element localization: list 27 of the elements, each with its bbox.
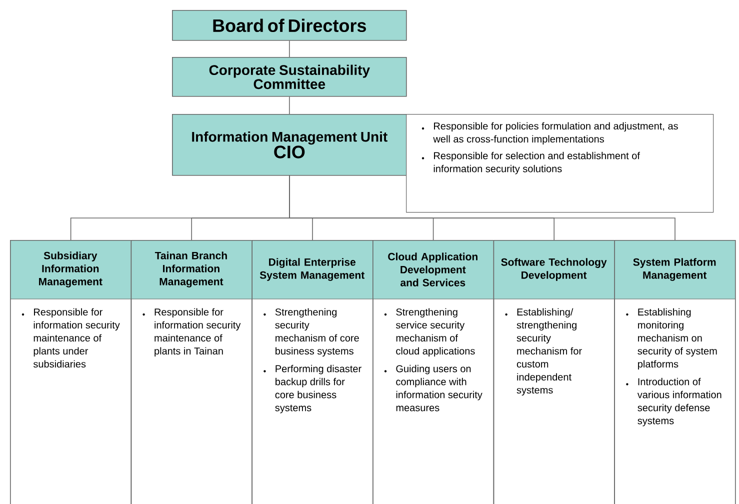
box-title: Board of Directors	[213, 18, 366, 32]
connector-line	[289, 40, 290, 58]
org-box	[172, 114, 407, 176]
column-heading: Subsidiary Information Management	[39, 252, 102, 288]
connector-line	[289, 96, 290, 114]
bullet-text: Strengthening service security mechanism of cloud applications	[396, 308, 475, 357]
column-heading: System Platform Management	[633, 258, 716, 281]
bullet-text: Introduction of various information security defense systems	[637, 378, 722, 426]
bullet-text: Performing disaster backup drills for core business systems	[275, 364, 362, 414]
bullet-text: Responsible for information security maintenance of plants in Tainan	[154, 308, 241, 357]
column-heading: Tainan Branch Information Management	[154, 252, 227, 288]
bullet-text: Establishing monitoring mechanism on security of system platforms	[638, 308, 717, 370]
box-title: CIO	[274, 146, 305, 158]
bullet-text: Responsible for policies formulation and adjustment, as well as cross-function implementations	[433, 122, 678, 145]
column-heading: Cloud Application Development and Services	[388, 252, 478, 286]
bullet-text: Responsible for information security maintenance of plants under subsidiaries	[33, 308, 120, 368]
connector-line	[289, 175, 676, 240]
org-box	[172, 57, 407, 97]
bullet-text: Guiding users on compliance with information security measures	[396, 364, 482, 412]
box-title: Corporate Sustainability Committee	[209, 64, 370, 90]
column-heading: Software Technology Development	[501, 258, 607, 281]
column-heading: Digital Enterprise System Management	[260, 258, 364, 281]
org-box	[172, 10, 407, 41]
bullet-text: Establishing/ strengthening security mechanism for custom independent systems	[516, 308, 582, 396]
bullet-text: Responsible for selection and establishment of information security solutions	[434, 152, 640, 174]
box-title: Information Management Unit	[192, 131, 388, 145]
bullet-text: Strengthening security mechanism of core business systems	[275, 308, 359, 357]
